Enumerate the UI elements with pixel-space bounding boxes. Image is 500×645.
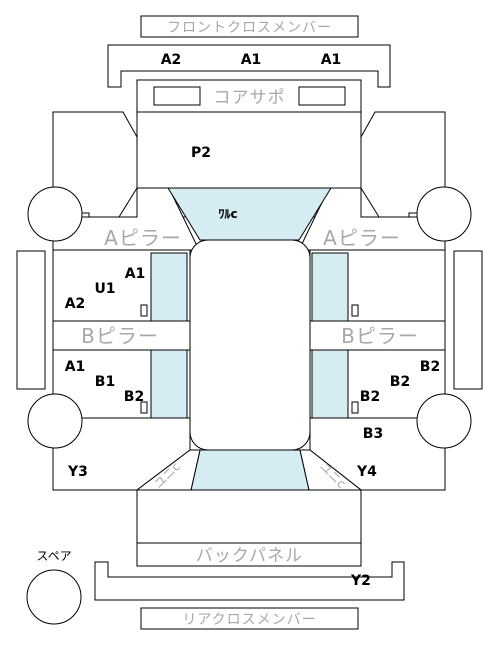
rear-cross-member[interactable] [140,607,359,630]
trunk-panel[interactable] [136,489,362,544]
front-bracket[interactable] [107,44,391,88]
front-right-wheel[interactable] [416,186,472,242]
left-small-mark-upper[interactable] [140,304,148,317]
spare-tire[interactable] [26,569,82,625]
front-cross-member-label: フロントクロスメンバー [167,20,332,36]
front-marker-a1-middle: A1 [241,52,262,68]
left-headlight-box[interactable] [153,86,201,106]
right-marker-b2-top: B2 [420,359,440,375]
left-marker-a1-lower: A1 [65,359,86,375]
cabin-roof[interactable] [189,239,311,451]
right-marker-b2-lower: B2 [360,389,380,405]
back-panel-label: バックパネル [196,546,303,566]
right-headlight-box[interactable] [298,86,346,106]
b-pillar-right-label: Bピラー [341,324,419,348]
front-left-wheel[interactable] [27,186,83,242]
right-marker-b2-inner: B2 [390,374,410,390]
b-pillar-left-label: Bピラー [81,324,159,348]
right-small-mark-lower[interactable] [351,401,359,414]
a-pillar-left-label: Aピラー [104,226,182,250]
front-marker-a2: A2 [161,52,182,68]
rear-window[interactable] [190,449,310,491]
b-pillar-right-panel[interactable] [309,320,446,351]
rear-bracket[interactable] [94,561,405,601]
marker-y2: Y2 [350,573,371,589]
rear-right-wheel[interactable] [416,393,472,449]
core-support-label: コアサポ [214,88,286,108]
marker-y3: Y3 [67,464,88,480]
a-pillar-right-label: Aピラー [323,226,401,250]
front-marker-a1-right: A1 [321,52,342,68]
left-marker-b1: B1 [95,374,115,390]
left-marker-b2: B2 [124,389,144,405]
left-marker-a2: A2 [65,296,86,312]
right-side-sill[interactable] [453,250,483,390]
left-side-sill[interactable] [16,250,46,390]
front-cross-member[interactable]: フロントクロスメンバー [140,15,359,38]
left-small-mark-lower[interactable] [140,401,148,414]
right-marker-b3: B3 [363,426,383,442]
back-panel[interactable] [136,542,362,567]
spare-label: スペア [36,549,71,563]
right-small-mark-upper[interactable] [351,304,359,317]
rear-left-wheel[interactable] [27,393,83,449]
b-pillar-left-panel[interactable] [52,320,191,351]
windshield[interactable] [167,187,332,241]
left-marker-u1: U1 [94,281,115,297]
windshield-label: ﾜﾙc [218,207,237,221]
marker-y4: Y4 [356,464,377,480]
rear-cross-member-label: リアクロスメンバー [182,612,316,628]
left-marker-a1-upper: A1 [125,266,146,282]
marker-p2: P2 [191,145,211,161]
